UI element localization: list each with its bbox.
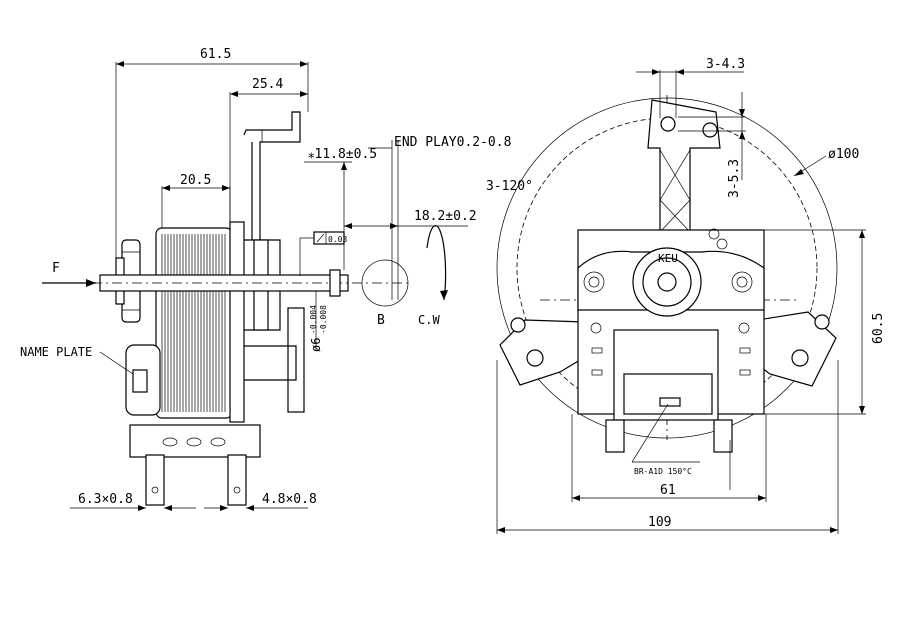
shaft: [92, 269, 410, 297]
dim-slot-length: [678, 92, 746, 180]
motor-frame: [577, 228, 765, 490]
stator-stack: [155, 227, 233, 419]
shaft-tol-lower-text: -0.008: [319, 305, 328, 334]
dim-shaft-mark-text: ⁎11.8±0.5: [308, 147, 377, 162]
bracket: [229, 111, 305, 423]
shaft-diameter-text: ø6: [309, 338, 323, 352]
dim-hole-spacing-text: 3-4.3: [706, 57, 745, 72]
dim-frame-height-text: 60.5: [871, 313, 886, 344]
top-bracket-arm: [647, 99, 721, 233]
dim-stack-width: [161, 185, 231, 228]
dim-total-width-text: 109: [648, 515, 671, 530]
dim-shaft-face: [229, 91, 308, 222]
dim-circle-diameter: [793, 155, 827, 177]
terminal-right-text: 4.8×0.8: [262, 492, 317, 507]
dim-shaft-extension: [344, 223, 468, 229]
terminal-left-text: 6.3×0.8: [78, 492, 133, 507]
dim-stack-width-text: 20.5: [180, 173, 211, 188]
force-label: F: [52, 261, 60, 276]
detail-b-label: B: [377, 313, 385, 328]
flatness-callout: [299, 231, 345, 276]
dim-overall-length: [115, 61, 309, 270]
rotation-arrow: [426, 225, 448, 301]
detail-b-circle: [361, 259, 409, 307]
dim-frame-width: [571, 414, 767, 502]
force-arrow: [42, 279, 96, 287]
angle-text: 3-120°: [486, 179, 533, 194]
dim-circle-diameter-text: ø100: [828, 147, 859, 162]
dim-hole-spacing: [636, 69, 744, 118]
dim-slot-length-text: 3-5.3: [727, 159, 742, 198]
name-plate-label: NAME PLATE: [20, 345, 92, 359]
shaft-tol-upper-text: -0.004: [309, 305, 318, 334]
dim-shaft-mark: [304, 161, 352, 270]
dim-terminals: [70, 505, 308, 511]
dim-overall-length-text: 61.5: [200, 47, 231, 62]
dim-shaft-face-text: 25.4: [252, 77, 283, 92]
front-view: KEU BR-A1D 150°C 3-4.3 3-5.3 ø100: [486, 57, 886, 534]
dim-frame-height: [764, 229, 866, 415]
left-bracket-arm: [499, 317, 601, 386]
side-view: F: [20, 47, 511, 511]
terminal-block: [129, 424, 261, 506]
name-plate: [99, 344, 161, 416]
dim-total-width: [496, 360, 839, 534]
end-play-text: END PLAY0.2-0.8: [394, 135, 511, 150]
rotation-label: C.W: [418, 313, 440, 327]
end-play-leader: [368, 140, 399, 300]
dim-shaft-extension-text: 18.2±0.2: [414, 209, 477, 224]
thermal-fuse-label: BR-A1D 150°C: [634, 467, 692, 476]
dim-frame-width-text: 61: [660, 483, 676, 498]
brand-label: KEU: [658, 252, 678, 265]
flatness-text: 0.03: [328, 235, 347, 244]
